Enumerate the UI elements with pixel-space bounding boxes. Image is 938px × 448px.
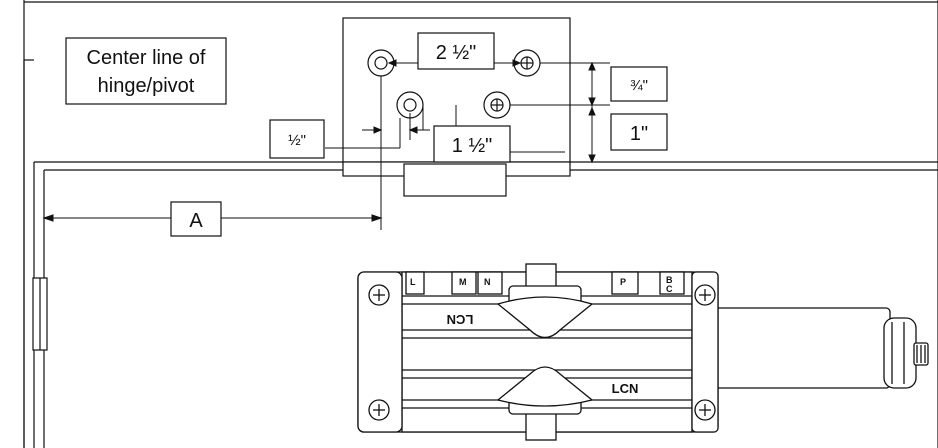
dim-one-half-text: 1 ½"	[452, 135, 492, 157]
hole-bottom-left	[396, 91, 424, 119]
center-line-text-2: hinge/pivot	[98, 75, 195, 97]
screw-top-right	[694, 284, 716, 306]
valve-c-label: C	[666, 284, 673, 294]
valve-p-label: P	[620, 277, 626, 287]
hinge-knuckle	[32, 277, 48, 351]
dim-2-half-text: 2 ½"	[436, 42, 476, 64]
hole-bottom-right	[483, 91, 511, 119]
brand-logo-bottom: LCN	[612, 381, 639, 396]
dim-one-text: 1"	[630, 123, 648, 145]
brand-logo-top: LCN	[447, 312, 474, 327]
valve-l-label: L	[410, 277, 416, 287]
screw-top-left	[368, 284, 390, 306]
screw-bottom-left	[368, 399, 390, 421]
dim-three-quarter-text: ¾"	[630, 77, 648, 94]
label-dim-half: ½"	[269, 119, 325, 159]
dimension-lines	[42, 59, 610, 230]
screw-bottom-right	[694, 399, 716, 421]
dim-a-text: A	[189, 210, 203, 232]
label-dim-2-half: 2 ½"	[417, 32, 495, 70]
mounting-plate	[342, 17, 571, 197]
label-dim-one: 1"	[610, 113, 668, 151]
valve-b-label: B	[666, 275, 673, 285]
label-dim-one-half: 1 ½"	[433, 125, 511, 163]
valve-n-label: N	[484, 277, 491, 287]
label-center-line: Center line of hinge/pivot	[65, 37, 227, 105]
label-dim-three-quarter: ¾"	[610, 66, 668, 102]
dim-half-text: ½"	[288, 132, 306, 149]
valve-m-label: M	[459, 277, 467, 287]
door-closer	[357, 263, 929, 441]
label-dim-a: A	[170, 201, 222, 237]
closer-labels: L M N P B C LCN LCN	[410, 275, 673, 396]
center-line-text-1: Center line of	[87, 47, 206, 69]
